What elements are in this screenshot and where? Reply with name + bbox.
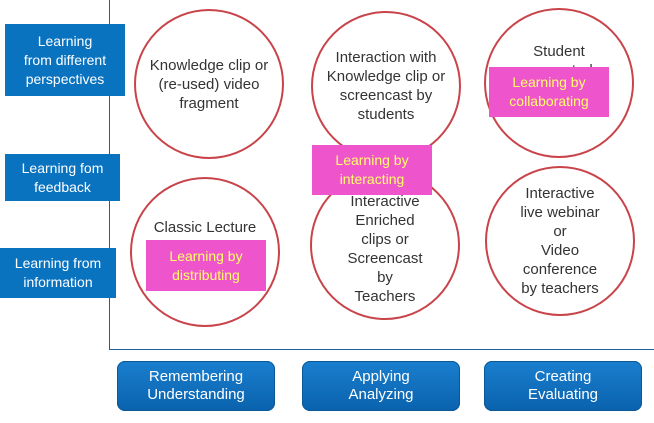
circle-interactive-webinar: Interactive live webinar or Video confer… xyxy=(485,166,635,316)
circle-interactive-enriched: Interactive Enriched clips or Screencast… xyxy=(310,170,460,320)
left-label-feedback: Learning fom feedback xyxy=(5,154,120,201)
bottom-button-applying[interactable]: Applying Analyzing xyxy=(302,361,460,411)
left-label-perspectives: Learning from different perspectives xyxy=(5,24,125,96)
bottom-button-creating[interactable]: Creating Evaluating xyxy=(484,361,642,411)
circle-interaction-knowledge-clip: Interaction with Knowledge clip or scree… xyxy=(311,11,461,161)
overlay-interacting: Learning by interacting xyxy=(312,145,432,195)
left-label-information: Learning from information xyxy=(0,248,116,298)
bottom-button-remembering[interactable]: Remembering Understanding xyxy=(117,361,275,411)
overlay-distributing: Learning by distributing xyxy=(146,240,266,291)
overlay-collaborating: Learning by collaborating xyxy=(489,67,609,117)
circle-knowledge-clip: Knowledge clip or (re-used) video fragme… xyxy=(134,9,284,159)
